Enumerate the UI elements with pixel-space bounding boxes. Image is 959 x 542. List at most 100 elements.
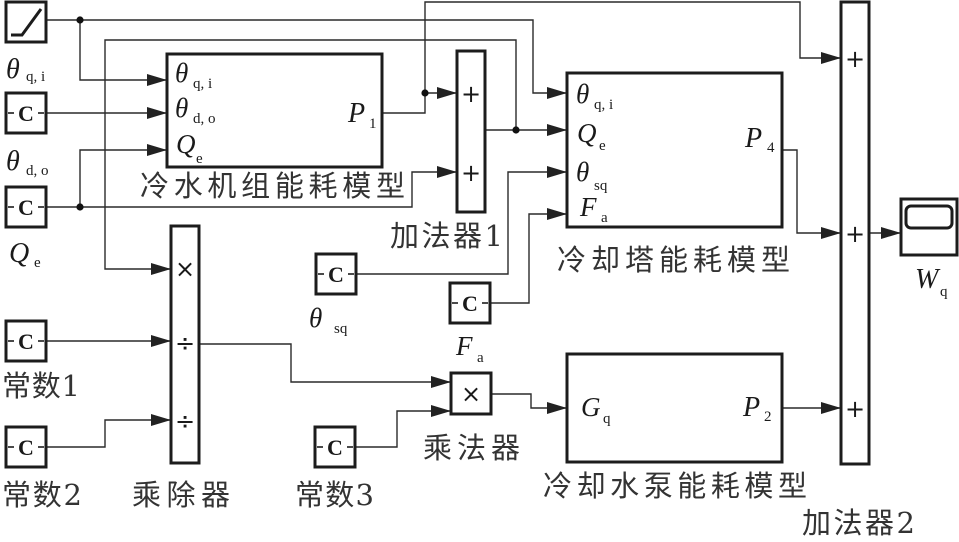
wire-ramp-to-chiller-theta-qi: [79, 20, 167, 86]
const-qe-block: C Q e: [4, 185, 48, 271]
const2-label: 常数2: [2, 478, 82, 512]
pump-model-box: [565, 352, 784, 464]
port-label-sub: 1: [369, 116, 377, 132]
pump-model-title: 冷却水泵能耗模型: [543, 469, 807, 503]
ramp-icon: [11, 8, 43, 37]
divider-block: × ÷ ÷ 乘除器: [132, 224, 230, 512]
port-label-symbol: Q: [577, 118, 597, 148]
const-theta-do-label-symbol: θ: [6, 146, 20, 177]
scope-screen-icon: [904, 204, 954, 230]
plus-icon: +: [845, 395, 865, 423]
port-label-sub: q, i: [193, 76, 212, 92]
constant-icon: C: [18, 329, 34, 354]
const2-block: C 常数2: [2, 425, 82, 512]
port-label-sub: e: [196, 151, 203, 167]
const-theta-do-block: C θ d, o: [4, 91, 49, 179]
plus-icon: +: [461, 80, 481, 108]
junction-dot: [512, 126, 520, 134]
tower-model-block: θ q, i Q e θ sq F a P 4 冷却塔能耗模型: [557, 71, 790, 277]
ramp-block: θ q, i: [4, 0, 48, 85]
multiplier-block: × 乘法器: [423, 371, 520, 465]
port-label-symbol: Q: [176, 129, 196, 159]
wire-p4-to-adder2: [782, 149, 841, 239]
const-theta-do-label-sub: d, o: [26, 163, 49, 179]
wire-adder1-to-divider: [104, 39, 517, 275]
scope-block: W q: [899, 197, 959, 300]
multiply-icon: ×: [461, 380, 481, 408]
const-qe-label-sub: e: [34, 255, 41, 271]
junction-dot: [76, 203, 84, 211]
port-label-sub: e: [599, 138, 606, 154]
port-label-sub: sq: [594, 178, 608, 194]
const-theta-sq-label-sub: sq: [334, 321, 348, 337]
adder2-title: 加法器2: [802, 506, 915, 540]
adder2-box: [839, 0, 871, 466]
wires: [46, 1, 901, 448]
port-label-sub: q, i: [594, 97, 613, 113]
port-label-sub: d, o: [193, 111, 216, 127]
scope-label-sub: q: [940, 284, 948, 300]
constant-icon: C: [18, 195, 34, 220]
port-label-sub: 2: [764, 409, 772, 425]
constant-icon: C: [18, 435, 34, 460]
wire-theta-sq-to-tower: [356, 166, 567, 275]
wire-ramp-to-tower-theta-qi: [46, 19, 567, 99]
junction-dot: [76, 16, 84, 24]
const-qe-label-symbol: Q: [9, 238, 29, 269]
const1-block: C 常数1: [2, 319, 80, 403]
const-theta-sq-label-symbol: θ: [309, 303, 322, 333]
const-theta-sq-block: C θ sq: [309, 252, 358, 337]
port-label-symbol: P: [744, 123, 762, 154]
plus-icon: +: [845, 45, 865, 73]
port-label-sub: a: [601, 210, 608, 226]
wire-p1-to-adder1: [382, 87, 457, 114]
scope-label-symbol: W: [915, 264, 941, 295]
multiply-icon: ×: [175, 255, 195, 283]
divide-icon: ÷: [175, 407, 195, 435]
chiller-model-block: θ q, i θ d, o Q e P 1 冷水机组能耗模型: [140, 52, 405, 203]
plus-icon: +: [461, 159, 481, 187]
adder1-box: [455, 49, 487, 214]
const-fa-label-sub: a: [477, 350, 484, 366]
port-label-symbol: P: [742, 392, 760, 423]
adder1-block: + + 加法器1: [390, 49, 503, 253]
chiller-model-box: [165, 52, 384, 169]
pump-model-block: G q P 2 冷却水泵能耗模型: [543, 352, 807, 503]
tower-model-title: 冷却塔能耗模型: [557, 243, 790, 277]
constant-icon: C: [328, 262, 344, 287]
chiller-model-title: 冷水机组能耗模型: [140, 169, 405, 203]
const-fa-label-symbol: F: [455, 331, 473, 361]
multiplier-box: [449, 371, 493, 416]
wire-fa-to-tower: [490, 208, 567, 304]
adder1-title: 加法器1: [390, 219, 503, 253]
const1-label: 常数1: [2, 369, 80, 403]
const3-label: 常数3: [295, 478, 374, 512]
port-label-symbol: F: [579, 192, 597, 222]
wire-p1-to-adder2: [424, 1, 841, 93]
port-label-symbol: θ: [175, 93, 188, 123]
wire-multiplier-to-pump: [491, 393, 567, 414]
divide-icon: ÷: [175, 329, 195, 357]
plus-icon: +: [845, 220, 865, 248]
multiplier-title: 乘法器: [423, 431, 520, 465]
constant-icon: C: [462, 291, 478, 316]
const-fa-block: C F a: [448, 281, 492, 366]
ramp-label-sub: q, i: [26, 69, 45, 85]
divider-box: [169, 224, 201, 465]
constant-icon: C: [327, 435, 343, 460]
wire-const3-to-multiplier: [355, 405, 451, 448]
ramp-label-symbol: θ: [6, 54, 20, 85]
port-label-symbol: G: [581, 392, 601, 422]
divider-title: 乘除器: [132, 478, 230, 512]
adder2-block: + + + 加法器2: [802, 0, 915, 540]
const3-block: C 常数3: [295, 425, 374, 512]
junction-dot: [421, 89, 429, 97]
port-label-symbol: θ: [576, 79, 589, 109]
wire-qe-to-chiller: [79, 144, 167, 207]
port-label-sub: q: [603, 411, 611, 427]
port-label-symbol: P: [347, 98, 365, 129]
port-label-sub: 4: [767, 140, 775, 156]
port-label-symbol: θ: [576, 157, 589, 187]
constant-icon: C: [18, 101, 34, 126]
